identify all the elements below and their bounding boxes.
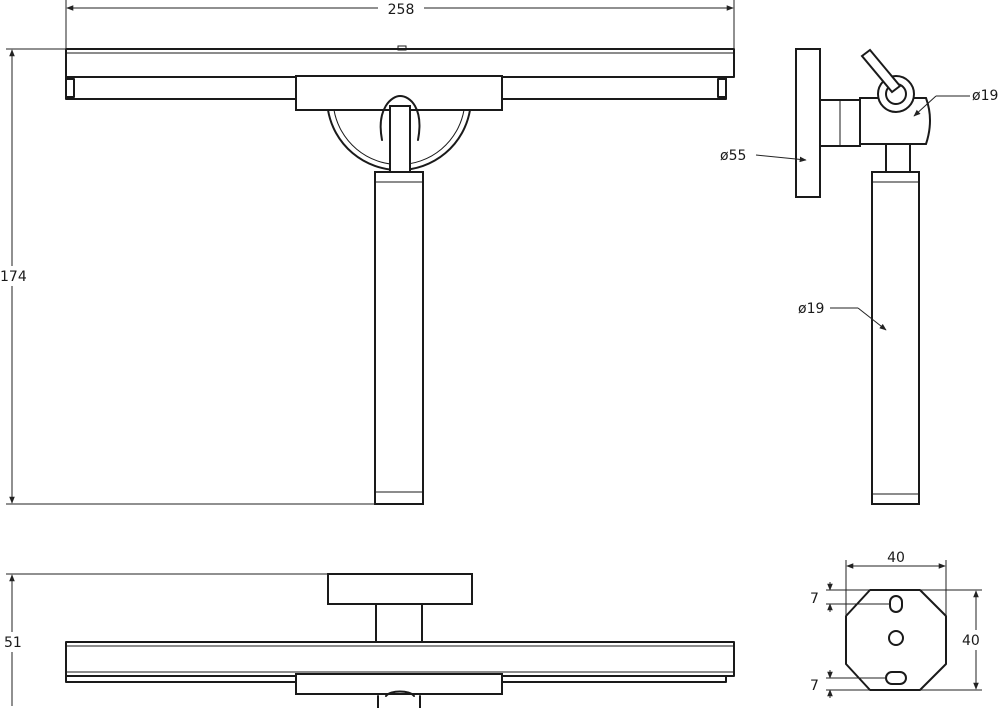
front-view: 258 174 — [0, 0, 735, 505]
top-slot-offset: 7 — [810, 591, 819, 607]
top-view: 51 — [0, 573, 735, 708]
center-hole — [888, 630, 904, 646]
top-depth-dimension: 51 — [4, 635, 22, 651]
side-view: ø55 ø19 ø19 — [720, 48, 998, 505]
release-lever-icon — [860, 48, 902, 94]
upper-mounting-slot — [889, 595, 903, 613]
top-clamp — [295, 673, 503, 695]
wall-base-plate — [795, 48, 821, 198]
plate-width-dimension: 40 — [887, 550, 905, 566]
handle-body — [374, 171, 424, 505]
connector-diameter-label: ø19 — [972, 88, 998, 104]
lower-mounting-slot — [885, 671, 907, 685]
blade-clamp-block — [295, 75, 503, 111]
top-blade — [65, 641, 735, 677]
top-base-plate — [327, 573, 473, 605]
side-handle-body — [871, 171, 920, 505]
base-plate-view: 40 40 7 7 — [810, 550, 998, 698]
swivel-body — [859, 97, 931, 145]
front-width-dimension: 258 — [388, 2, 415, 18]
front-height-dimension: 174 — [0, 269, 27, 285]
octagon-plate — [845, 589, 947, 691]
base-diameter-label: ø55 — [720, 148, 746, 164]
handle-diameter-label: ø19 — [798, 301, 824, 317]
plate-height-dimension: 40 — [962, 633, 980, 649]
hinge-ring — [379, 95, 421, 141]
bottom-slot-offset: 7 — [810, 678, 819, 694]
